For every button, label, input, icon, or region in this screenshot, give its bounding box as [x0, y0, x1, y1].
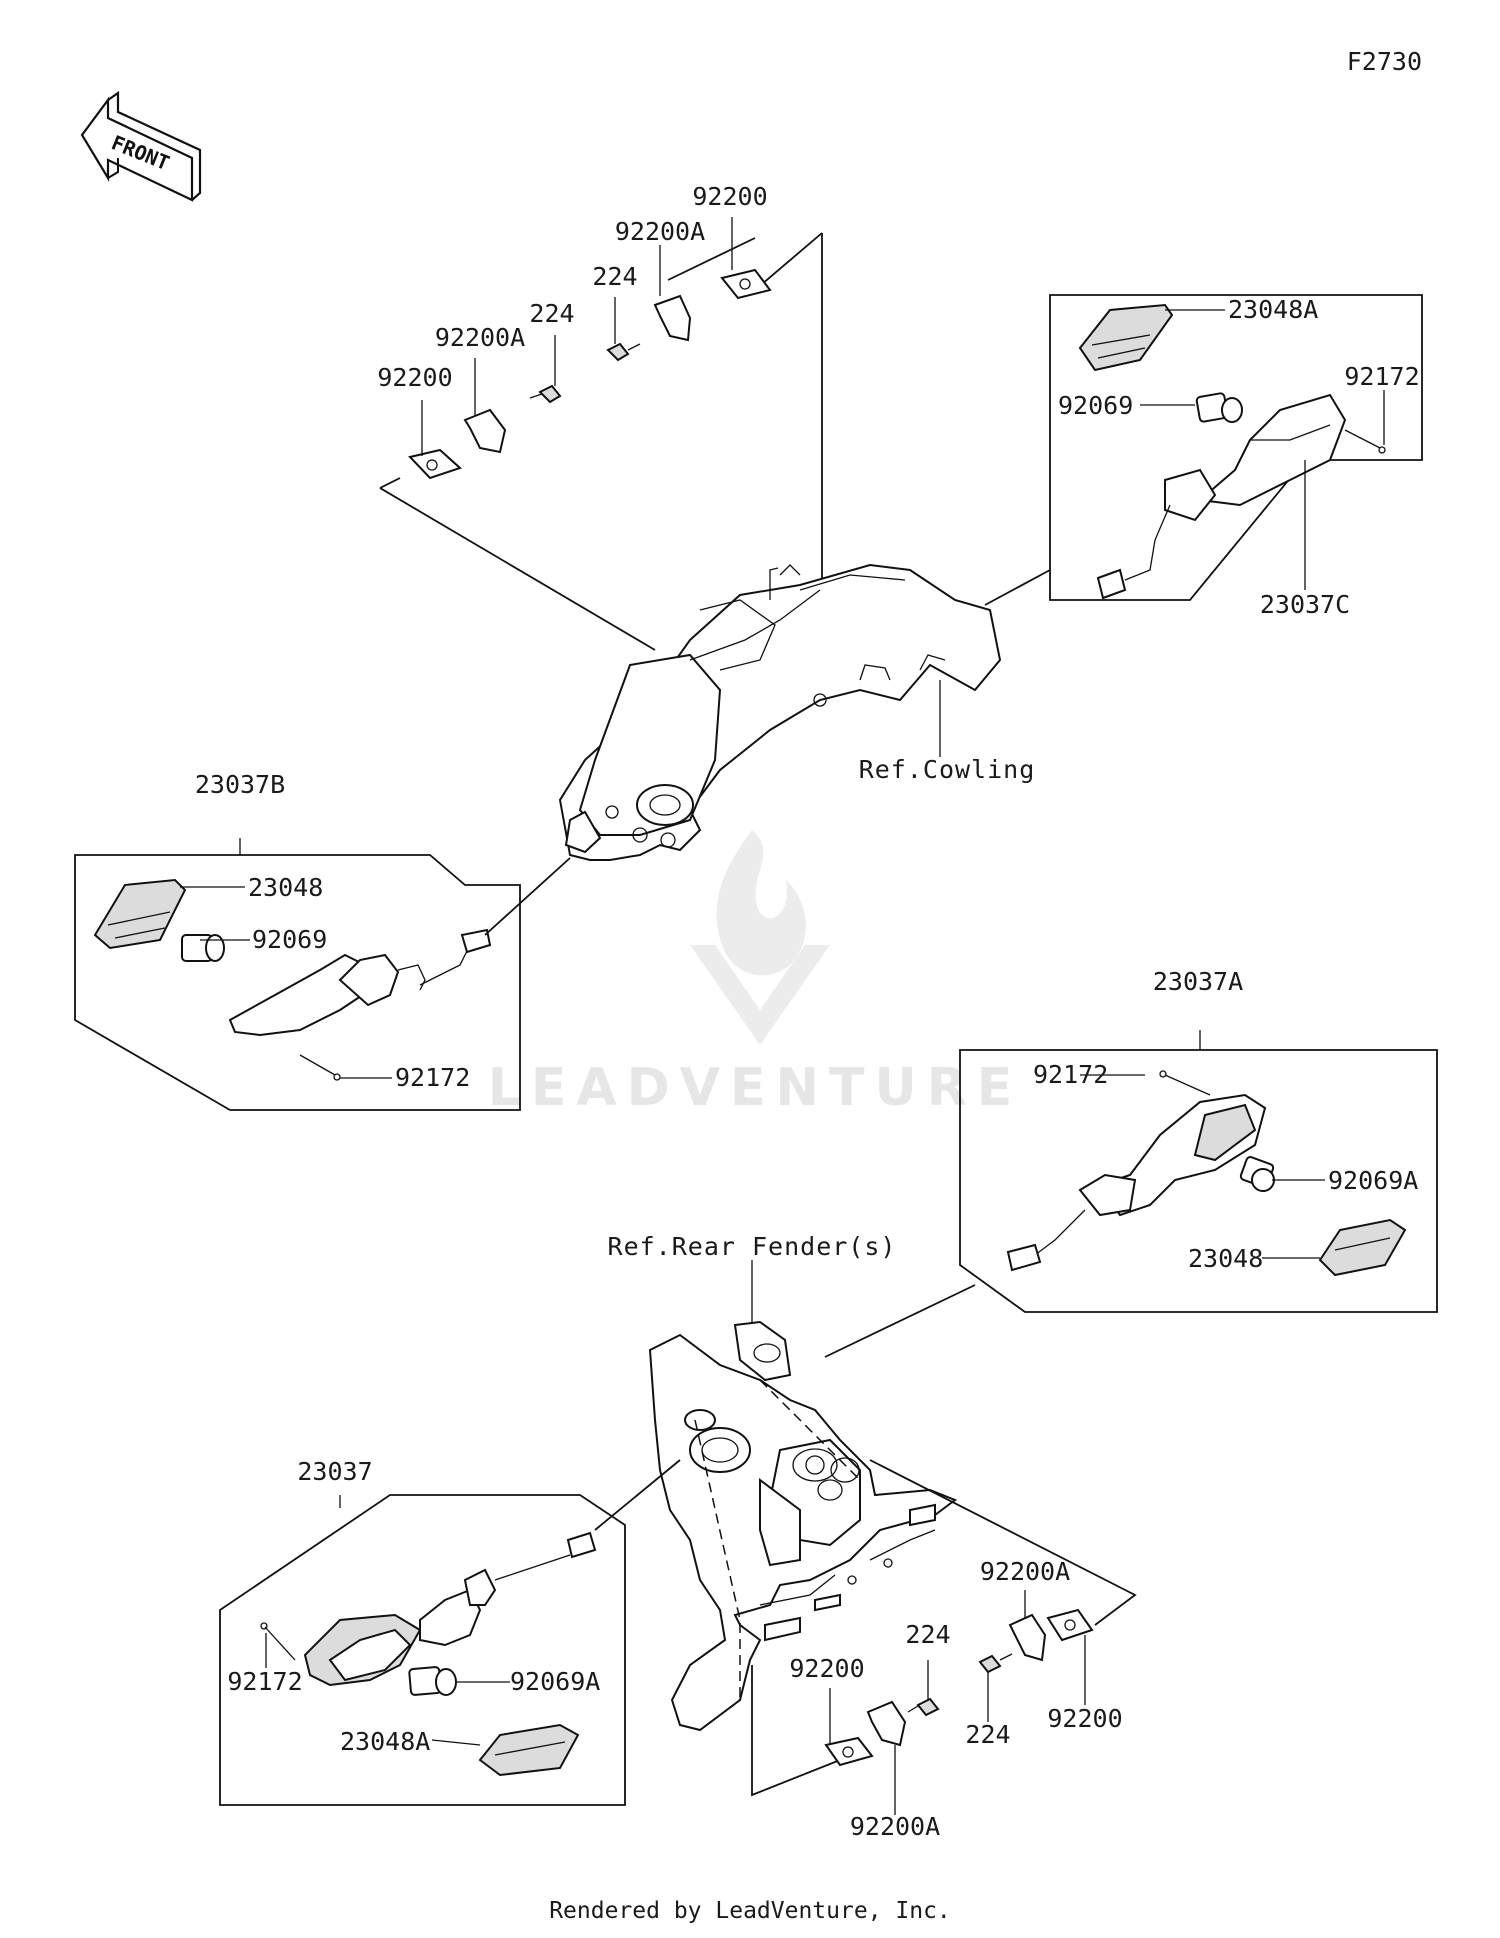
callout-23037A: 23037A: [1153, 967, 1243, 996]
group-23037: [219, 1494, 626, 1806]
plate-92200-right: [720, 268, 772, 300]
callout-92200: 92200: [789, 1654, 864, 1683]
front-arrow-icon: FRONT: [80, 90, 202, 202]
footer-credit: Rendered by LeadVenture, Inc.: [549, 1898, 951, 1924]
callout-23048A: 23048A: [1228, 295, 1318, 324]
diagram-code: F2730: [1347, 47, 1422, 76]
cowling-bracket: [558, 563, 1002, 861]
group-23037A: [959, 1030, 1438, 1313]
callout-224: 224: [965, 1720, 1010, 1749]
callout-92069A: 92069A: [1328, 1166, 1418, 1195]
callout-92200: 92200: [1047, 1704, 1122, 1733]
callout-92200A: 92200A: [980, 1557, 1070, 1586]
callout-92200: 92200: [377, 363, 452, 392]
clip-92200A-left: [463, 408, 507, 454]
ref-cowling: Ref.Cowling: [859, 755, 1036, 784]
bolt-224-right: [606, 342, 630, 362]
top-hardware-group: [379, 217, 823, 700]
ref-rear-fender: Ref.Rear Fender(s): [608, 1232, 897, 1261]
callout-92200: 92200: [692, 182, 767, 211]
callout-23037B: 23037B: [195, 770, 285, 799]
callout-92172: 92172: [1033, 1060, 1108, 1089]
callout-92200A: 92200A: [850, 1812, 940, 1841]
callout-224: 224: [529, 299, 574, 328]
callout-23037C: 23037C: [1260, 590, 1350, 619]
group-23037C: [1049, 294, 1423, 601]
callout-224: 224: [592, 262, 637, 291]
callout-92172: 92172: [227, 1667, 302, 1696]
group-23037B: [74, 838, 521, 1111]
callout-23048A: 23048A: [340, 1727, 430, 1756]
watermark-text: LEADVENTURE: [488, 1058, 1023, 1118]
callout-92172: 92172: [1344, 362, 1419, 391]
callout-92200A: 92200A: [615, 217, 705, 246]
callout-92069: 92069: [1058, 391, 1133, 420]
callout-92069A: 92069A: [510, 1667, 600, 1696]
callout-23048: 23048: [248, 873, 323, 902]
plate-92200-left: [408, 448, 462, 480]
callout-23037: 23037: [297, 1457, 372, 1486]
callout-23048: 23048: [1188, 1244, 1263, 1273]
callout-92200A: 92200A: [435, 323, 525, 352]
clip-92200A-right: [653, 294, 692, 342]
callout-224: 224: [905, 1620, 950, 1649]
callout-92172: 92172: [395, 1063, 470, 1092]
watermark-logo: [690, 830, 830, 1045]
bottom-hardware-group: [751, 1459, 1137, 1815]
bolt-224-left: [538, 384, 562, 404]
callout-92069: 92069: [252, 925, 327, 954]
rear-fender-bracket: [648, 1320, 958, 1732]
